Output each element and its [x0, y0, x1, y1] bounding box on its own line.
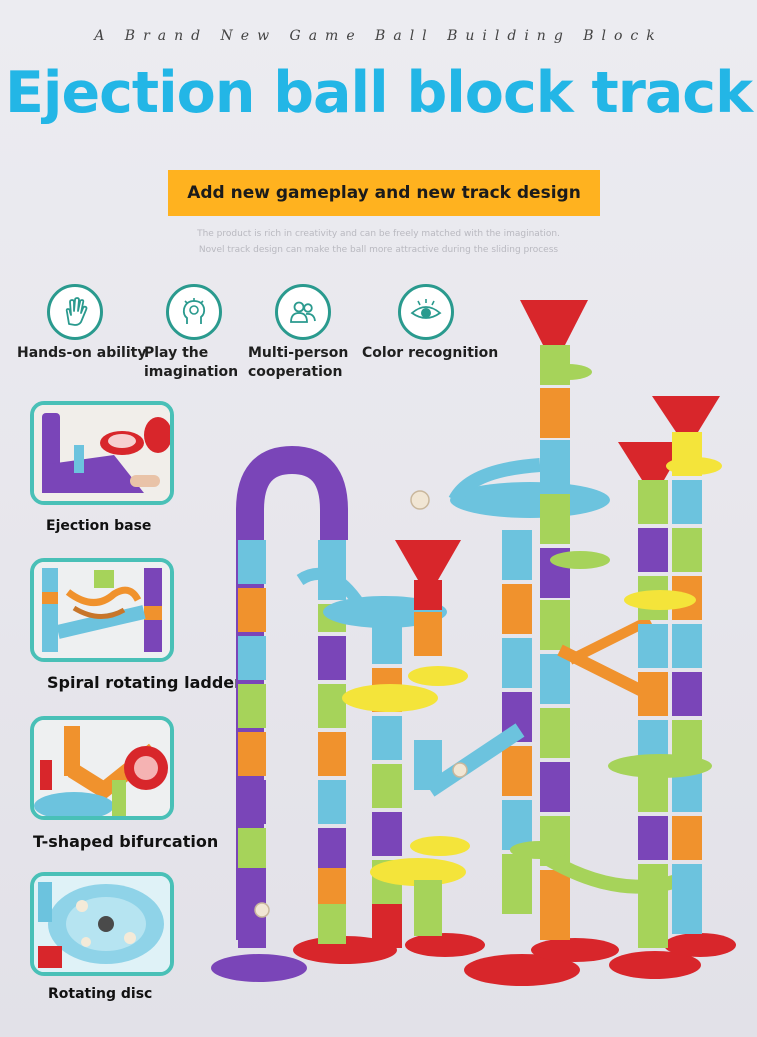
subtext-line-1: The product is rich in creativity and ca… [197, 229, 560, 239]
bulb-head-icon [166, 284, 222, 340]
detail-label: Rotating disc [48, 986, 153, 1002]
tube-column [238, 540, 266, 948]
people-icon [275, 284, 331, 340]
detail-label: Ejection base [46, 518, 152, 534]
subtext-line-2: Novel track design can make the ball mor… [198, 245, 559, 255]
eye-icon [398, 284, 454, 340]
ejection-base-photo [30, 401, 174, 505]
tagline: A Brand New Game Ball Building Block [94, 28, 663, 44]
feature-color-recognition: Color recognition [362, 284, 499, 363]
detail-label: T-shaped bifurcation [33, 832, 219, 851]
feature-label: Color recognition [362, 345, 499, 361]
feature-label: Multi-person cooperation [248, 344, 358, 382]
feature-banner: Add new gameplay and new track design [168, 170, 600, 216]
feature-label: Play the imagination [142, 344, 246, 382]
marble-track-illustration [211, 300, 736, 986]
feature-imagination: Play the imagination [142, 284, 246, 382]
feature-label: Hands-on ability [17, 345, 147, 361]
spiral-ladder-photo [30, 558, 174, 662]
rotating-disc-photo [30, 872, 174, 976]
feature-label-text: Multi-person cooperation [248, 345, 349, 380]
headline: Ejection ball block track [4, 60, 753, 126]
feature-label-text: Play the imagination [144, 345, 239, 380]
detail-label: Spiral rotating ladder [47, 673, 243, 692]
feature-hands-on: Hands-on ability [17, 284, 147, 363]
t-bifurcation-photo [30, 716, 174, 820]
feature-cooperation: Multi-person cooperation [248, 284, 358, 382]
hand-icon [47, 284, 103, 340]
banner-text: Add new gameplay and new track design [187, 183, 581, 203]
